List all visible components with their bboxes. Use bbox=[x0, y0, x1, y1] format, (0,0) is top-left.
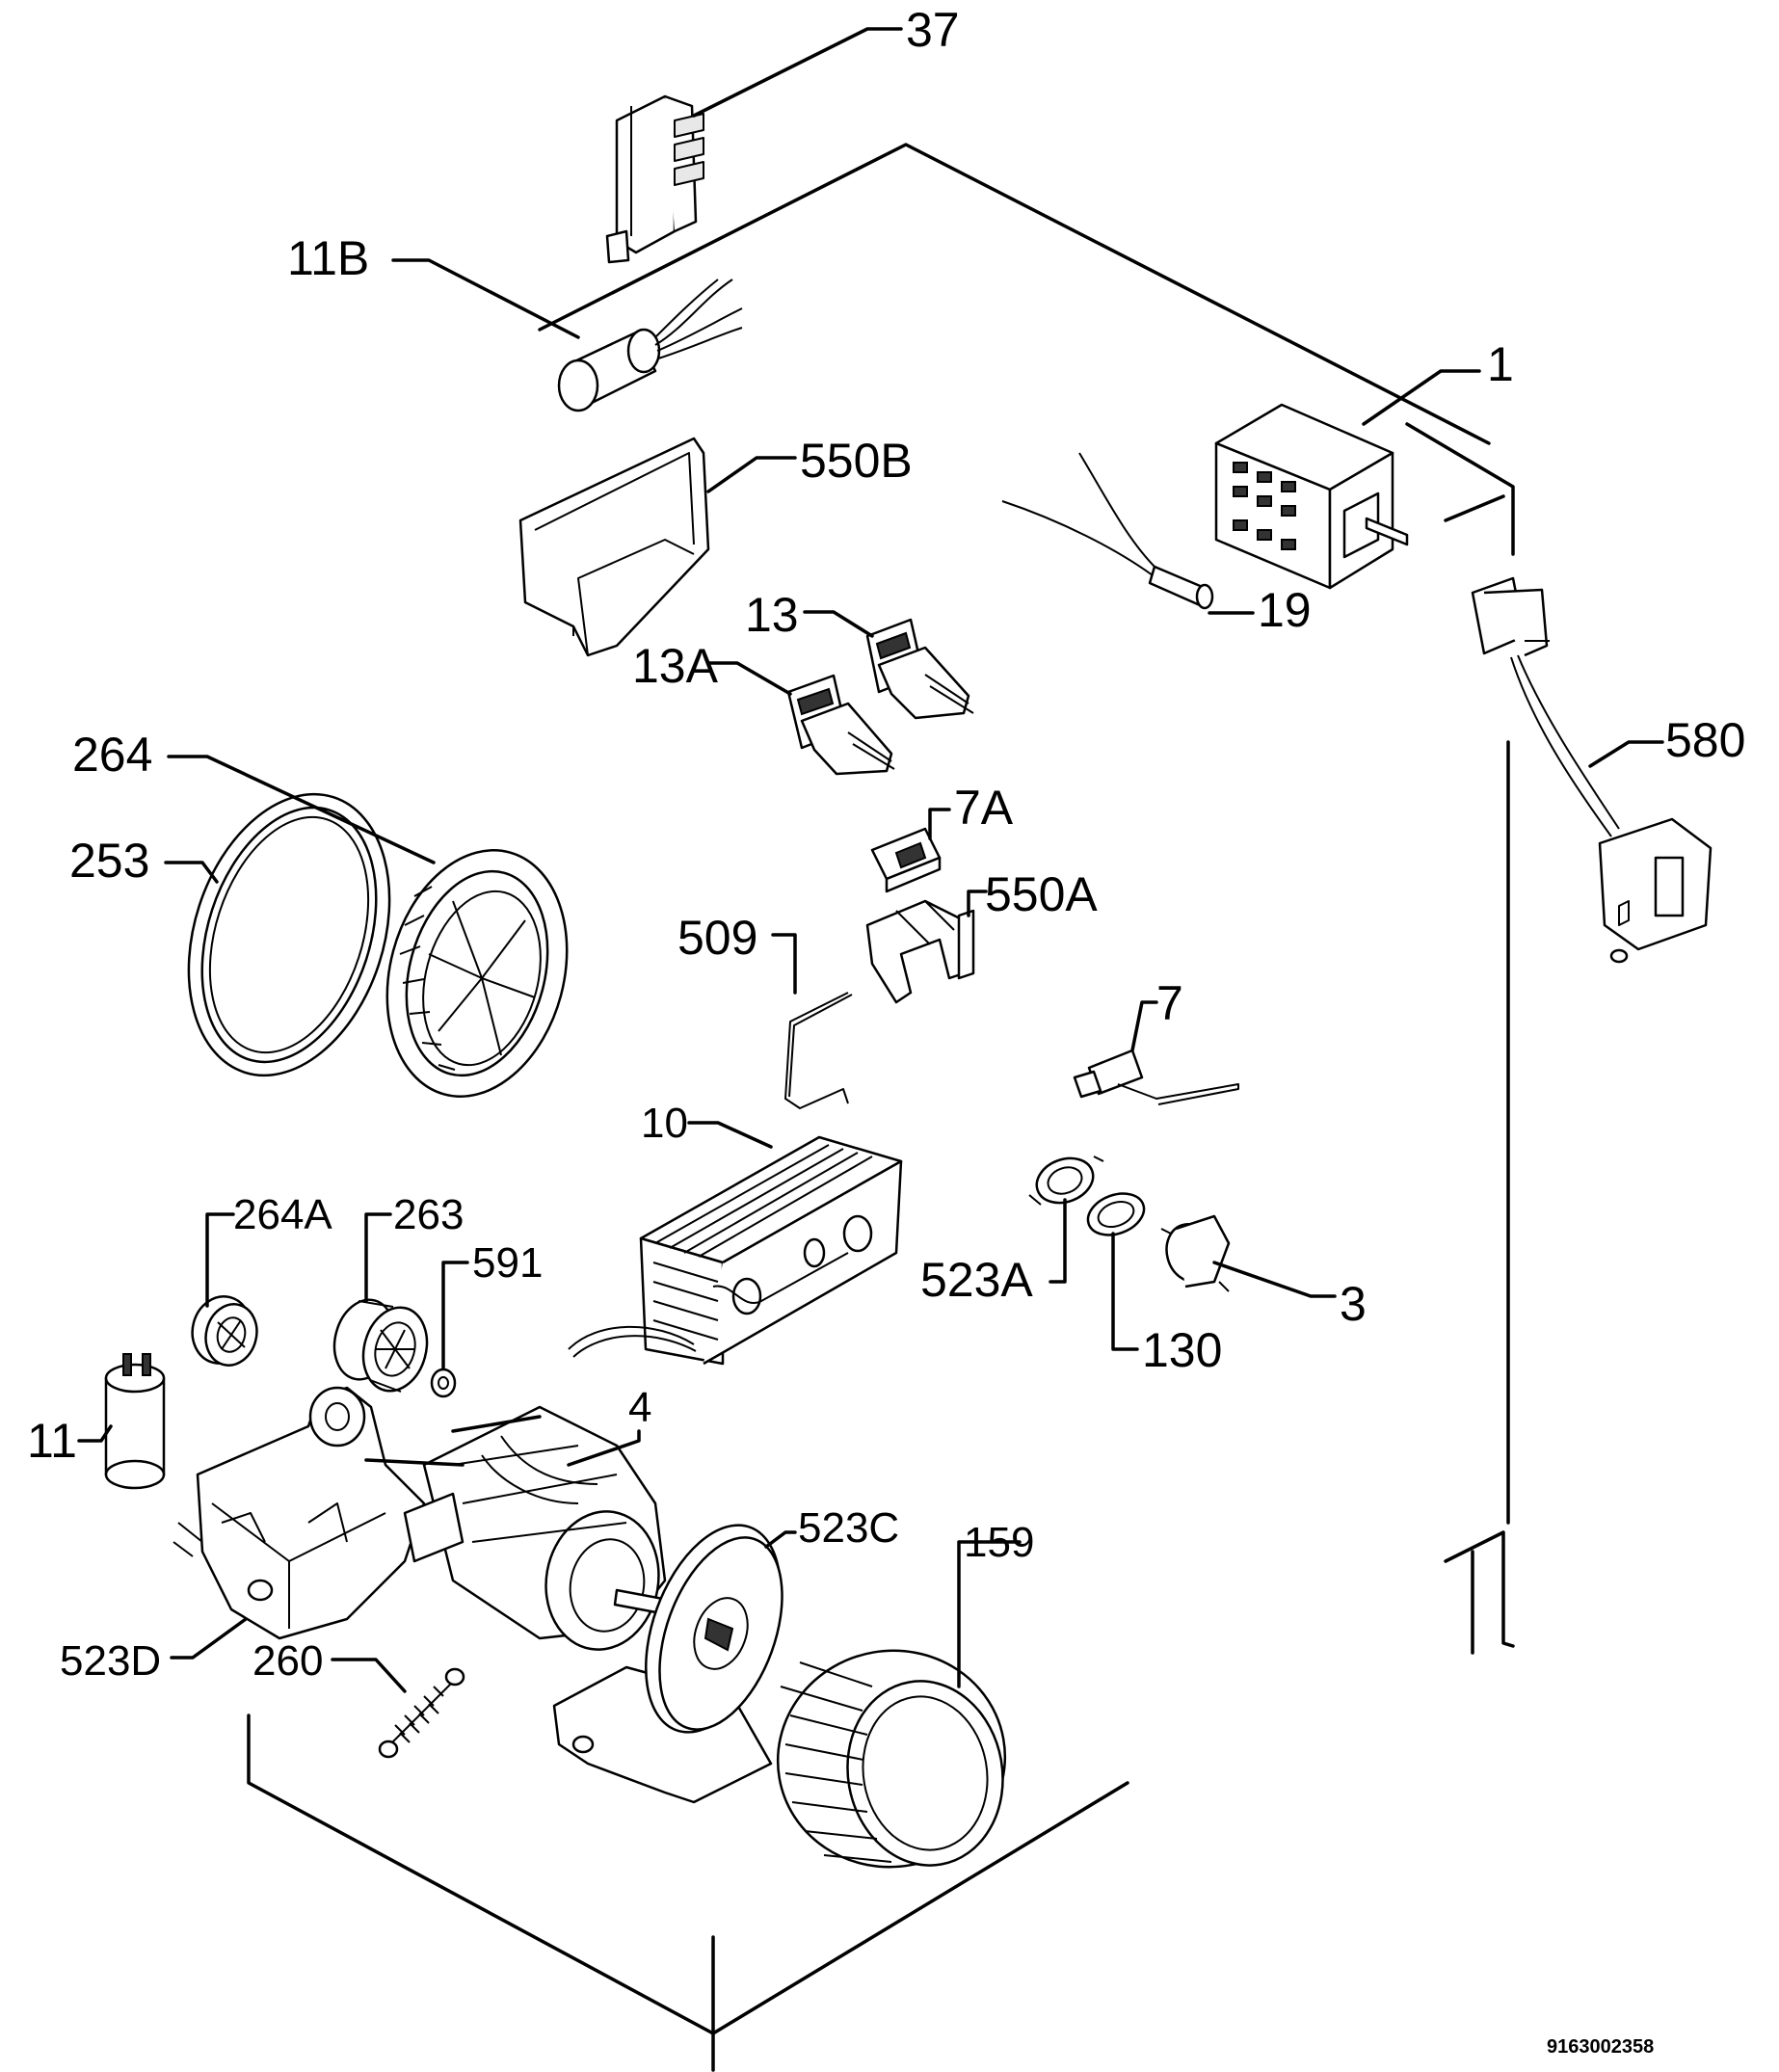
part-264a-pulley bbox=[191, 1295, 258, 1367]
leader-lines bbox=[77, 27, 1664, 1693]
part-260-spring bbox=[378, 1667, 465, 1759]
callout-11: 11 bbox=[27, 1414, 77, 1468]
callout-523d: 523D bbox=[60, 1637, 161, 1685]
part-4-motor bbox=[364, 1405, 696, 1651]
callout-523c: 523C bbox=[798, 1504, 899, 1552]
part-1-timer bbox=[1214, 403, 1409, 590]
callout-550b: 550B bbox=[800, 434, 913, 488]
part-509-wire bbox=[784, 992, 853, 1109]
callout-580: 580 bbox=[1665, 713, 1745, 767]
callout-523a: 523A bbox=[920, 1253, 1033, 1307]
callout-19: 19 bbox=[1258, 583, 1312, 637]
callout-130: 130 bbox=[1142, 1323, 1222, 1377]
callout-13: 13 bbox=[745, 588, 799, 642]
callout-37: 37 bbox=[906, 3, 960, 57]
part-11-capacitor bbox=[104, 1353, 166, 1490]
callout-13a: 13A bbox=[632, 639, 719, 693]
part-263-pulley bbox=[332, 1298, 429, 1393]
part-550b-cover bbox=[518, 437, 710, 657]
callout-591: 591 bbox=[472, 1239, 543, 1287]
callout-1: 1 bbox=[1487, 337, 1514, 391]
callout-7: 7 bbox=[1156, 976, 1183, 1030]
callout-10: 10 bbox=[641, 1100, 688, 1147]
part-523c-disc bbox=[552, 1524, 783, 1804]
callout-260: 260 bbox=[252, 1637, 323, 1685]
callout-159: 159 bbox=[964, 1519, 1034, 1566]
callout-253: 253 bbox=[69, 834, 149, 888]
part-13a-switch bbox=[786, 674, 895, 776]
callout-labels: 37 11B 1 550B 19 13 13A 580 264 253 7A 5… bbox=[27, 3, 1745, 2058]
part-7-microswitch bbox=[1073, 1049, 1239, 1105]
part-11b-capacitor bbox=[557, 279, 743, 412]
part-159-blower bbox=[776, 1649, 1007, 1869]
part-580-door-switch bbox=[1471, 576, 1713, 964]
callout-11b: 11B bbox=[287, 231, 369, 285]
document-number: 9163002358 bbox=[1547, 2036, 1654, 2058]
part-253-belt bbox=[187, 792, 391, 1077]
part-37-bracket bbox=[605, 94, 704, 264]
cabinet-outline bbox=[247, 143, 1515, 2072]
callout-264a: 264A bbox=[233, 1191, 332, 1238]
part-523a-gasket bbox=[1028, 1156, 1104, 1206]
callout-264: 264 bbox=[72, 728, 152, 782]
callout-4: 4 bbox=[628, 1384, 651, 1431]
part-3-thermostat bbox=[1160, 1214, 1231, 1292]
callout-7a: 7A bbox=[954, 781, 1014, 835]
callout-3: 3 bbox=[1340, 1277, 1367, 1331]
part-13-switch bbox=[865, 618, 974, 720]
callout-550a: 550A bbox=[985, 867, 1098, 921]
part-550a-holder bbox=[865, 899, 975, 1004]
part-19-sensor bbox=[1001, 452, 1214, 610]
part-523d-cradle bbox=[173, 1386, 426, 1640]
part-591-washer bbox=[430, 1368, 457, 1398]
callout-263: 263 bbox=[393, 1191, 464, 1238]
callout-509: 509 bbox=[677, 911, 757, 965]
part-130-gasket bbox=[1086, 1192, 1146, 1236]
part-7a-switch bbox=[870, 827, 942, 893]
part-10-heater bbox=[568, 1135, 903, 1366]
part-264-fan bbox=[385, 849, 569, 1098]
